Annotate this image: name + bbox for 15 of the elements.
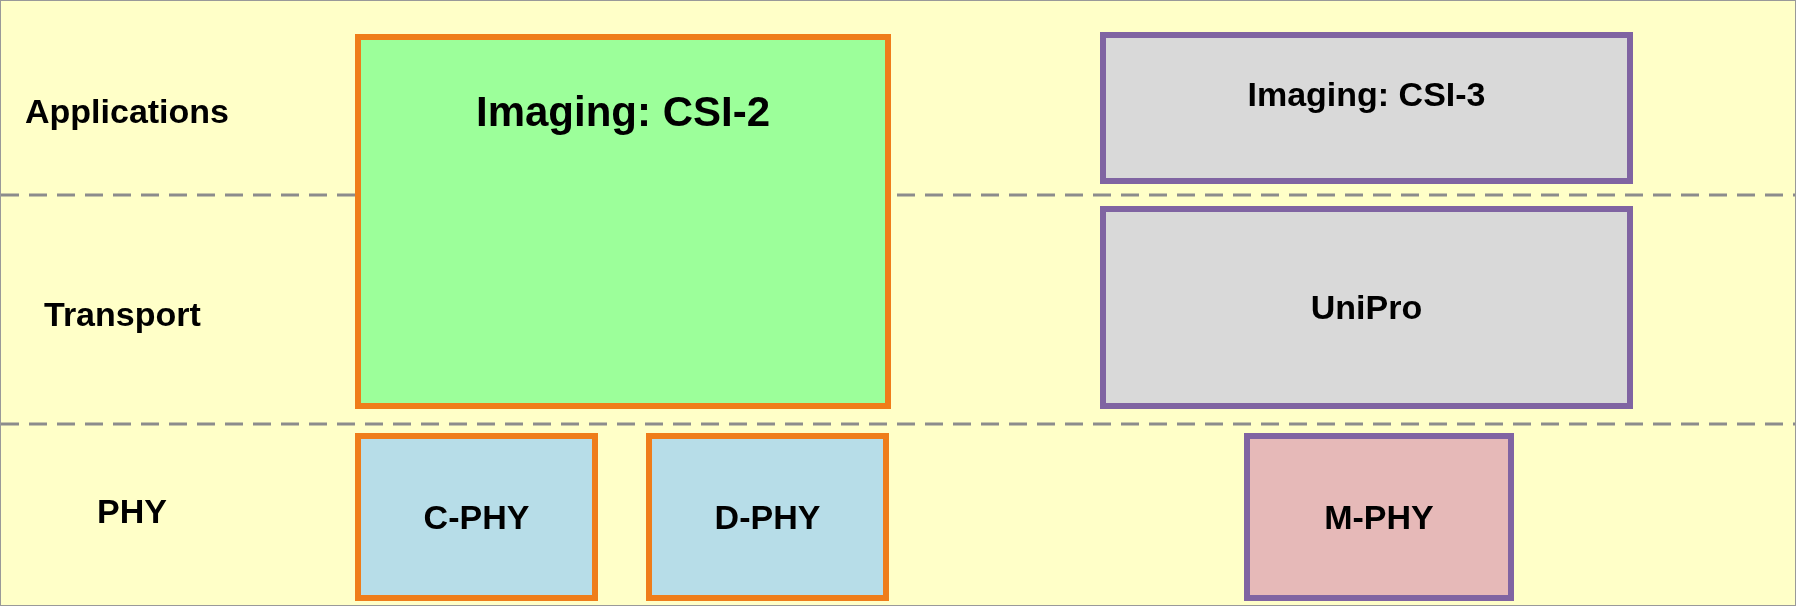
block-label: Imaging: CSI-3 [1247, 74, 1486, 114]
block-box [646, 433, 889, 601]
block-label: D-PHY [714, 497, 821, 537]
block-box [1100, 206, 1633, 409]
block-box [355, 433, 598, 601]
block-label: C-PHY [423, 497, 530, 537]
block-label: M-PHY [1324, 497, 1434, 537]
layer-label: Transport [44, 295, 201, 334]
layer-label: PHY [97, 492, 167, 531]
block-box [1244, 433, 1514, 601]
layer-label: Applications [25, 92, 230, 131]
block-box [1100, 32, 1633, 184]
block-label: UniPro [1310, 288, 1423, 327]
block-box [355, 34, 891, 409]
block-label: Imaging: CSI-2 [476, 87, 770, 136]
